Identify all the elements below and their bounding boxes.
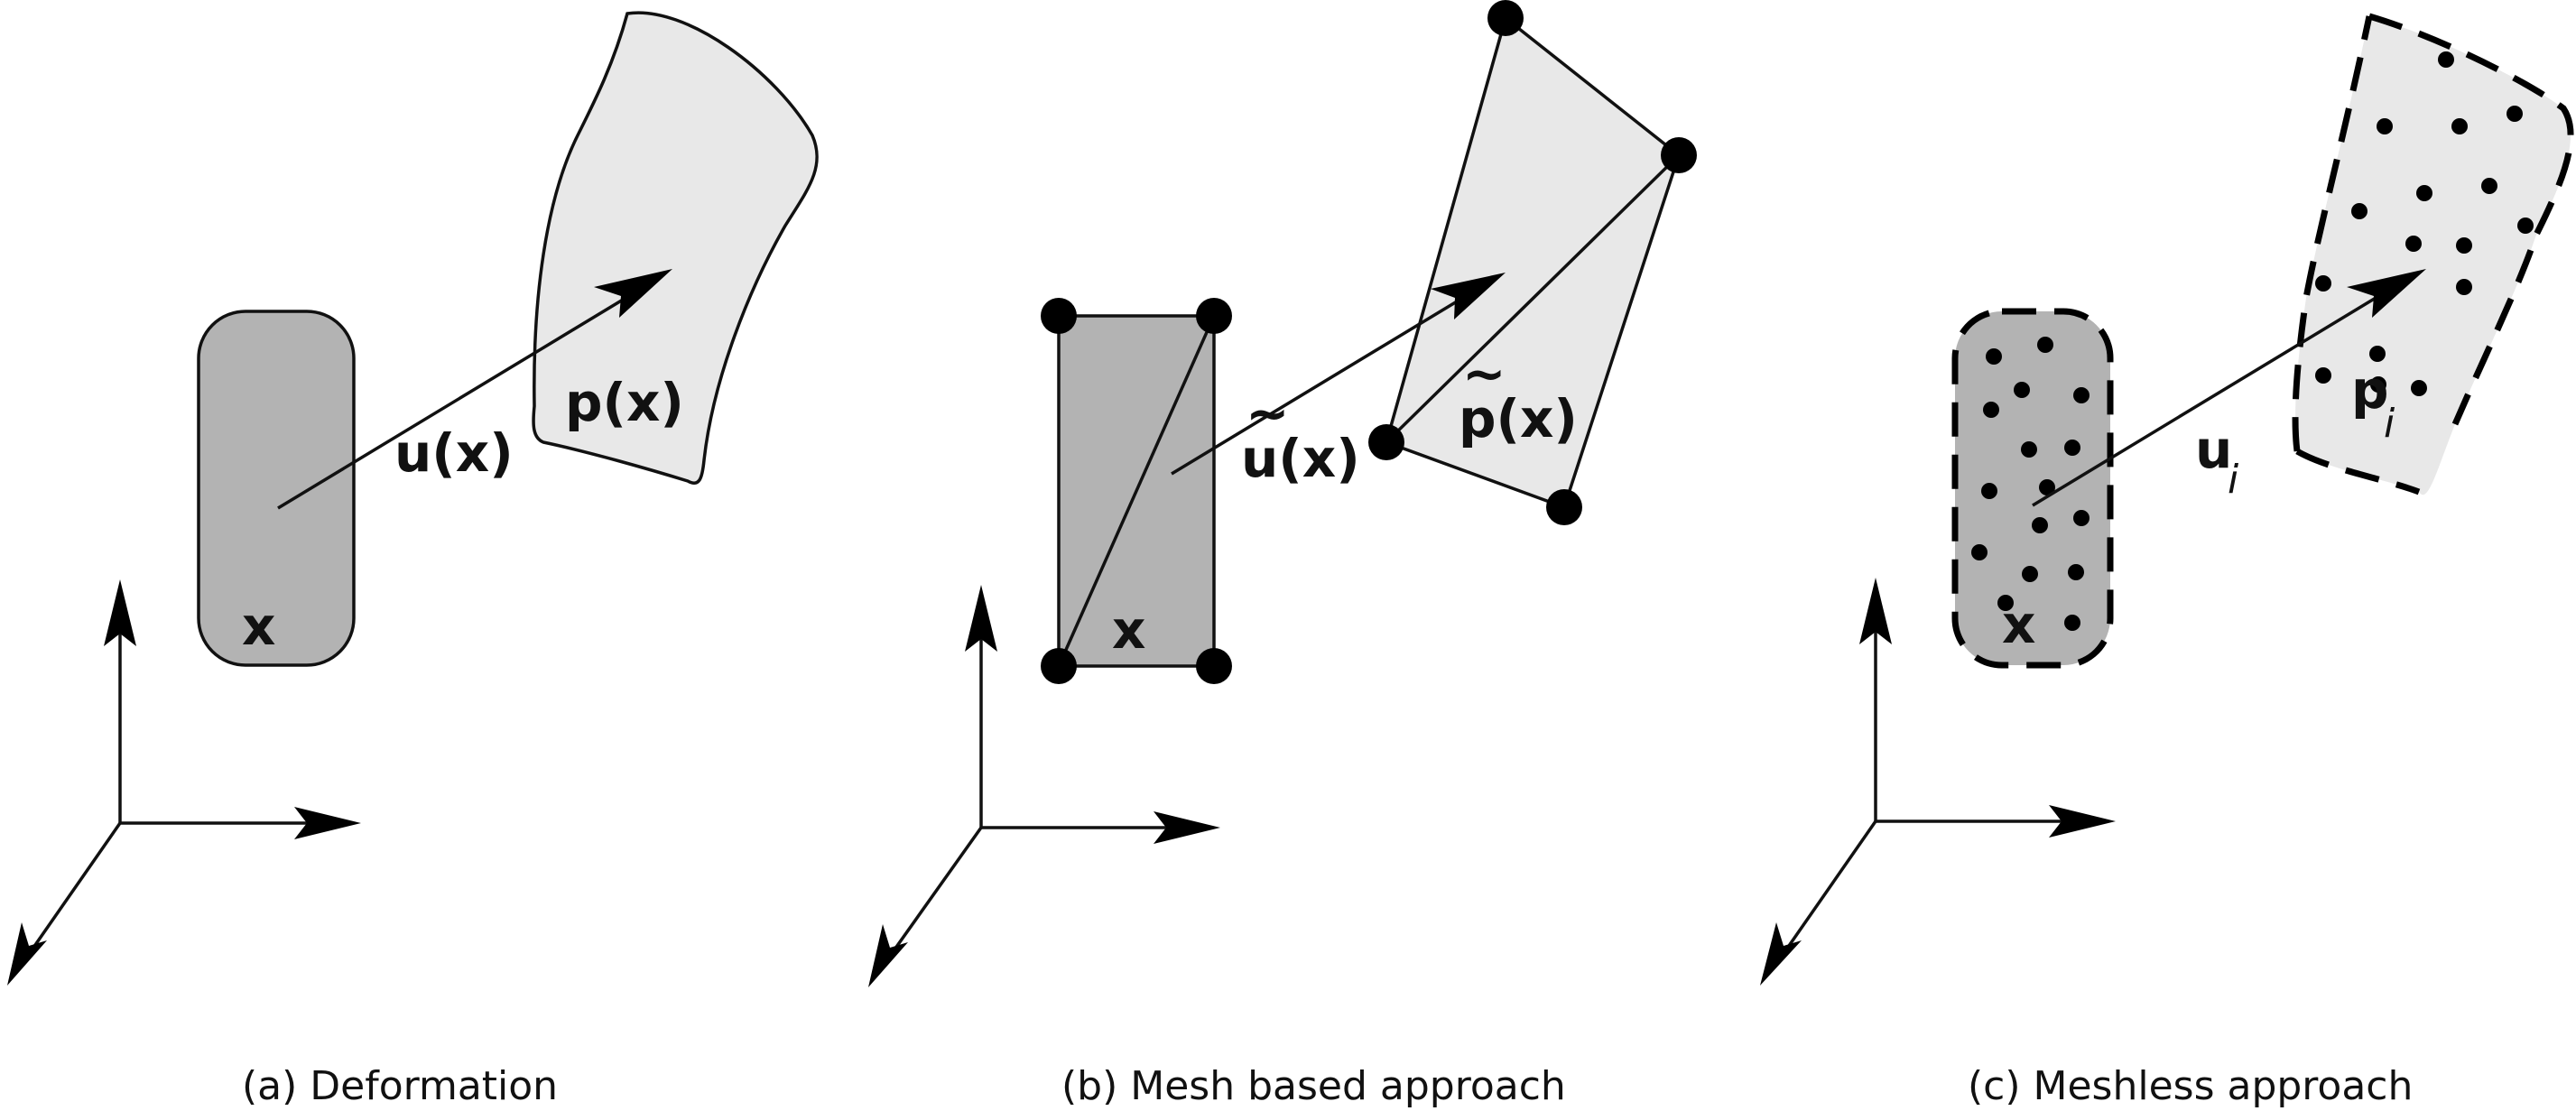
panel-mesh-based: x u(x) ~ p(x) ~ (b) Mesh based approach [868,0,1697,1109]
deformed-particle-subscript: i [2384,401,2395,447]
coordinate-axes [868,585,1220,987]
panel-meshless: x u i p i (c) Meshless approach [1760,13,2574,1109]
mesh-node [1196,648,1232,684]
displacement-arrow [2032,285,2395,507]
mesh-node [1196,298,1232,334]
mesh-node [1661,137,1697,173]
mesh-node [1487,0,1524,36]
mesh-node [1041,648,1077,684]
coordinate-axes [1760,578,2116,986]
source-label: x [2002,594,2035,655]
source-label: x [242,596,275,657]
caption-b: (b) Mesh based approach [1061,1063,1566,1109]
deformed-particles [2315,51,2534,396]
deformed-particle-label: p [2351,359,2389,421]
deformed-body [532,11,819,485]
panel-deformation: x u(x) p(x) (a) Deformation [7,11,819,1109]
mesh-node [1368,424,1404,460]
tilde-mark: ~ [1462,343,1506,404]
approx-displacement-label: u(x) [1241,428,1360,489]
caption-a: (a) Deformation [242,1063,558,1109]
deformed-particle-region [2295,16,2571,495]
particle-displacement-subscript: i [2228,457,2239,503]
coordinate-axes [7,579,361,986]
caption-c: (c) Meshless approach [1968,1063,2413,1109]
displacement-arrow [1171,289,1476,476]
mesh-node [1546,489,1582,525]
source-particles [1971,337,2090,631]
displacement-arrow [277,287,642,510]
tilde-mark: ~ [1246,383,1290,444]
displacement-label: u(x) [394,422,514,484]
source-label: x [1112,599,1145,661]
source-body [197,310,356,667]
mesh-node [1041,298,1077,334]
particle-displacement-label: u [2195,419,2232,480]
approx-deformed-label: p(x) [1459,388,1578,449]
deformed-label: p(x) [565,372,684,433]
